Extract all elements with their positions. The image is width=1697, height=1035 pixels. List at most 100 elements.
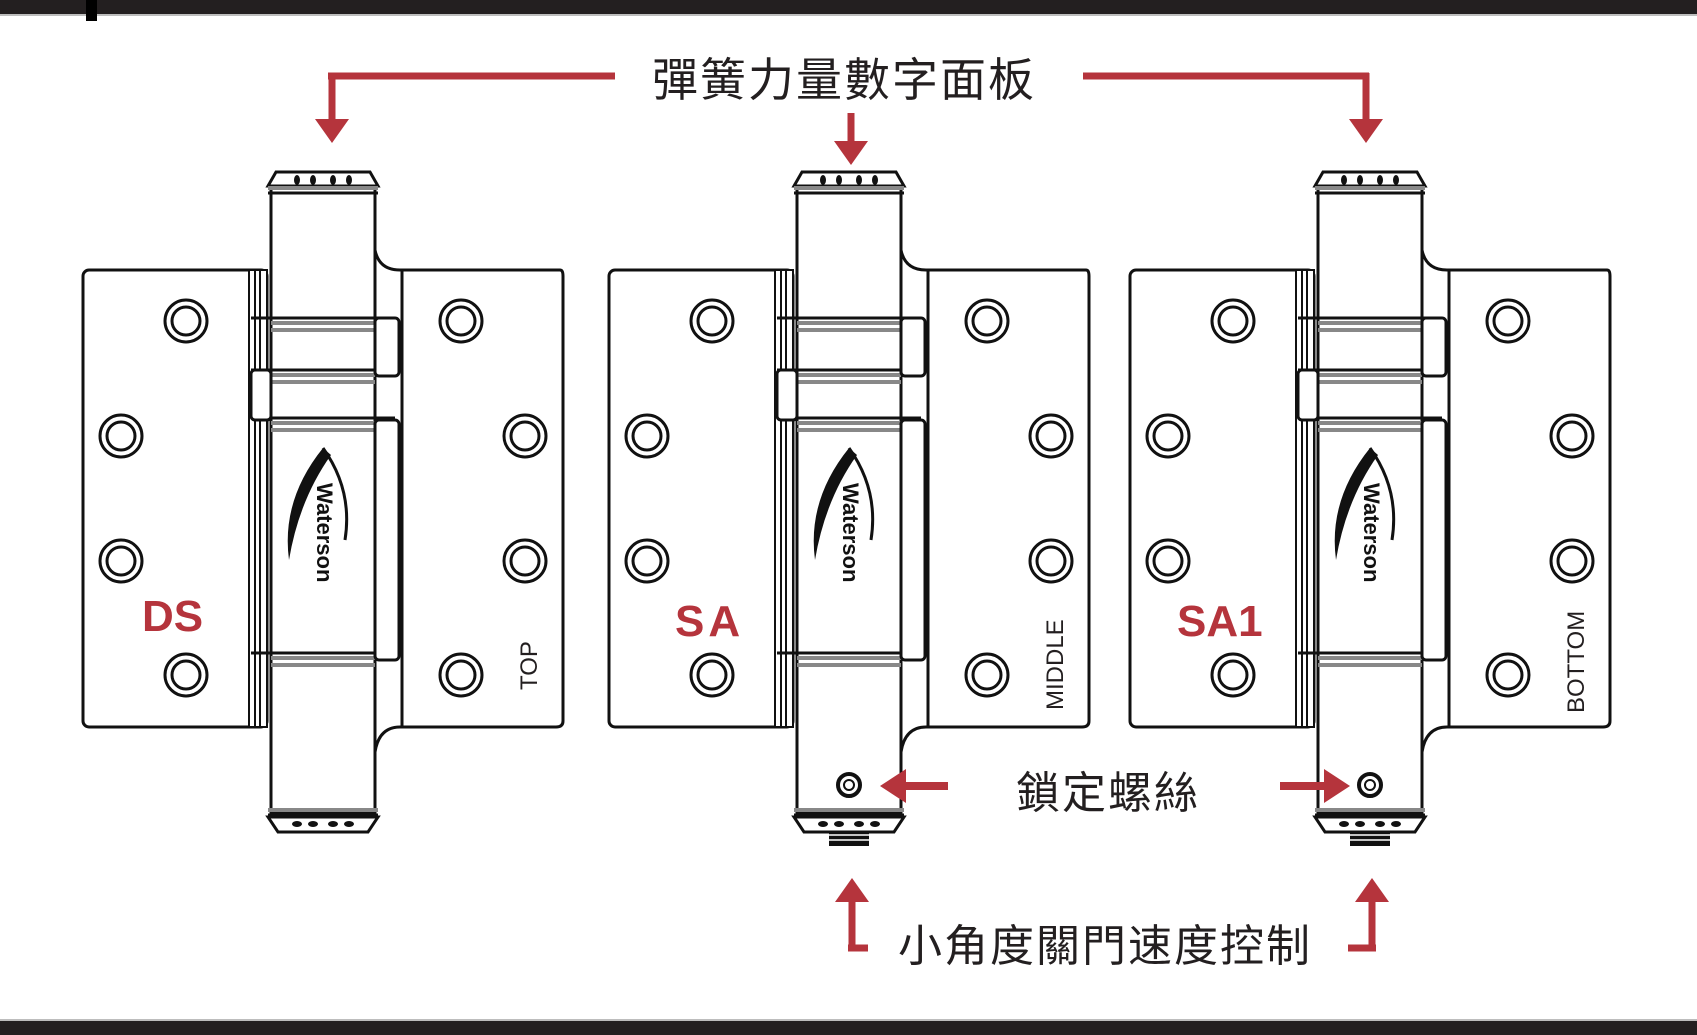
- screw-hole-right-1-inner: [445, 305, 477, 337]
- screw-hole-left-2-inner: [105, 420, 137, 452]
- hinge-sa1: [1128, 170, 1612, 846]
- spring-force-panel-cap: [265, 170, 381, 195]
- cap-vent: [856, 175, 862, 185]
- brand-logo-text-3: Waterson: [1359, 483, 1384, 583]
- screw-hole-right-2-inner: [509, 420, 541, 452]
- cap-vent: [328, 821, 338, 827]
- knuckle-ear: [373, 316, 401, 378]
- panel-arrow-right-head: [1349, 119, 1383, 143]
- screw-hole-left-4-inner: [696, 659, 728, 691]
- spring-force-panel-cap: [1312, 170, 1428, 195]
- screw-hole-left-3-inner: [631, 545, 663, 577]
- panel-arrow-right: [1349, 73, 1383, 143]
- screw-hole-right-3-inner: [1556, 545, 1588, 577]
- brand-logo-swoosh: [287, 448, 331, 560]
- top-border-tab: [86, 0, 97, 21]
- panel-arrow-left-head: [315, 119, 349, 143]
- screw-hole-right-4-inner: [971, 659, 1003, 691]
- lock-screw-arrow-left-head: [880, 769, 906, 803]
- knuckle-barrel: [795, 184, 903, 814]
- speed-arrow-right: [1355, 878, 1389, 951]
- brand-logo-swoosh: [1334, 448, 1378, 560]
- cap-vent: [308, 821, 318, 827]
- speed-control-nut: [1350, 832, 1390, 846]
- cap-vent: [870, 821, 880, 827]
- knuckle-ear: [373, 418, 401, 662]
- cap-vent: [330, 175, 336, 185]
- hinge-model-label-sa1: SA1: [1177, 597, 1263, 646]
- cap-body: [1312, 815, 1428, 834]
- screw-hole-left-4-inner: [170, 659, 202, 691]
- right-leaf-plate: [1420, 198, 1612, 806]
- cap-vent: [310, 175, 316, 185]
- screw-hole-right-1-inner: [971, 305, 1003, 337]
- screw-hole-right-3-inner: [1035, 545, 1067, 577]
- lock-screw-label: 鎖定螺絲: [1016, 768, 1200, 819]
- cap-vent: [872, 175, 878, 185]
- screw-hole-right-1-inner: [1492, 305, 1524, 337]
- left-leaf-edge: [774, 269, 794, 728]
- brand-logo-swoosh: [813, 448, 857, 560]
- hinge-sa: [607, 170, 1091, 846]
- knuckle-ear: [899, 418, 927, 662]
- speed-control-nut: [829, 832, 869, 846]
- screw-hole-right-4-inner: [1492, 659, 1524, 691]
- screw-hole-left-2-inner: [631, 420, 663, 452]
- screw-hole-left-1-inner: [170, 305, 202, 337]
- brand-logo-text-2: Waterson: [838, 483, 863, 583]
- speed-arrow-left: [835, 878, 869, 951]
- brand-logo-arc: [321, 447, 349, 541]
- speed-arrow-left-head: [835, 878, 869, 902]
- lock-screw-hex: [843, 779, 855, 791]
- hinge-model-label-ds: DS: [142, 592, 204, 641]
- cap-vent: [836, 175, 842, 185]
- bottom-cap: [791, 808, 907, 834]
- brand-logo-text-1: Waterson: [312, 483, 337, 583]
- knuckle-ear: [249, 368, 273, 422]
- screw-hole-left-3-inner: [1152, 545, 1184, 577]
- knuckle-ear: [1420, 418, 1448, 662]
- cap-vent: [346, 175, 352, 185]
- cap-body: [1312, 170, 1428, 188]
- brand-logo-arc: [1368, 447, 1396, 541]
- right-leaf-plate: [373, 198, 565, 806]
- spring-force-panel-title: 彈簧力量數字面板: [652, 53, 1036, 107]
- hinge-ds: [81, 170, 565, 834]
- knuckle-ear: [1296, 368, 1320, 422]
- lock-screw-arrow-left: [880, 769, 948, 803]
- cap-vent: [818, 821, 828, 827]
- cap-vent: [292, 821, 302, 827]
- knuckle-ear: [1420, 316, 1448, 378]
- screw-hole-right-3-inner: [509, 545, 541, 577]
- screw-hole-left-2-inner: [1152, 420, 1184, 452]
- speed-control-label: 小角度關門速度控制: [898, 921, 1312, 972]
- panel-arrow-middle: [834, 113, 868, 165]
- knuckle-ear: [899, 316, 927, 378]
- cap-vent: [1391, 821, 1401, 827]
- bottom-cap: [265, 808, 381, 834]
- hinges-group: [81, 170, 1612, 846]
- brand-logo-arc: [847, 447, 875, 541]
- speed-arrow-right-head: [1355, 878, 1389, 902]
- cap-vent: [834, 821, 844, 827]
- cap-vent: [1393, 175, 1399, 185]
- hinge-position-label-middle: MIDDLE: [1042, 619, 1069, 710]
- hinge-position-label-bottom: BOTTOM: [1563, 610, 1590, 713]
- cap-body: [791, 815, 907, 834]
- bottom-cap: [1312, 808, 1428, 834]
- cap-vent: [344, 821, 354, 827]
- cap-body: [265, 815, 381, 834]
- cap-body: [791, 170, 907, 188]
- cap-vent: [1341, 175, 1347, 185]
- cap-vent: [820, 175, 826, 185]
- lock-screw-arrow-right-head: [1324, 769, 1350, 803]
- screw-hole-right-2-inner: [1035, 420, 1067, 452]
- right-leaf-plate: [899, 198, 1091, 806]
- bottom-border-bar: [0, 1019, 1697, 1035]
- panel-arrow-middle-head: [834, 141, 868, 165]
- top-border-bar: [0, 0, 1697, 16]
- cap-vent: [1355, 821, 1365, 827]
- cap-vent: [854, 821, 864, 827]
- cap-vent: [1339, 821, 1349, 827]
